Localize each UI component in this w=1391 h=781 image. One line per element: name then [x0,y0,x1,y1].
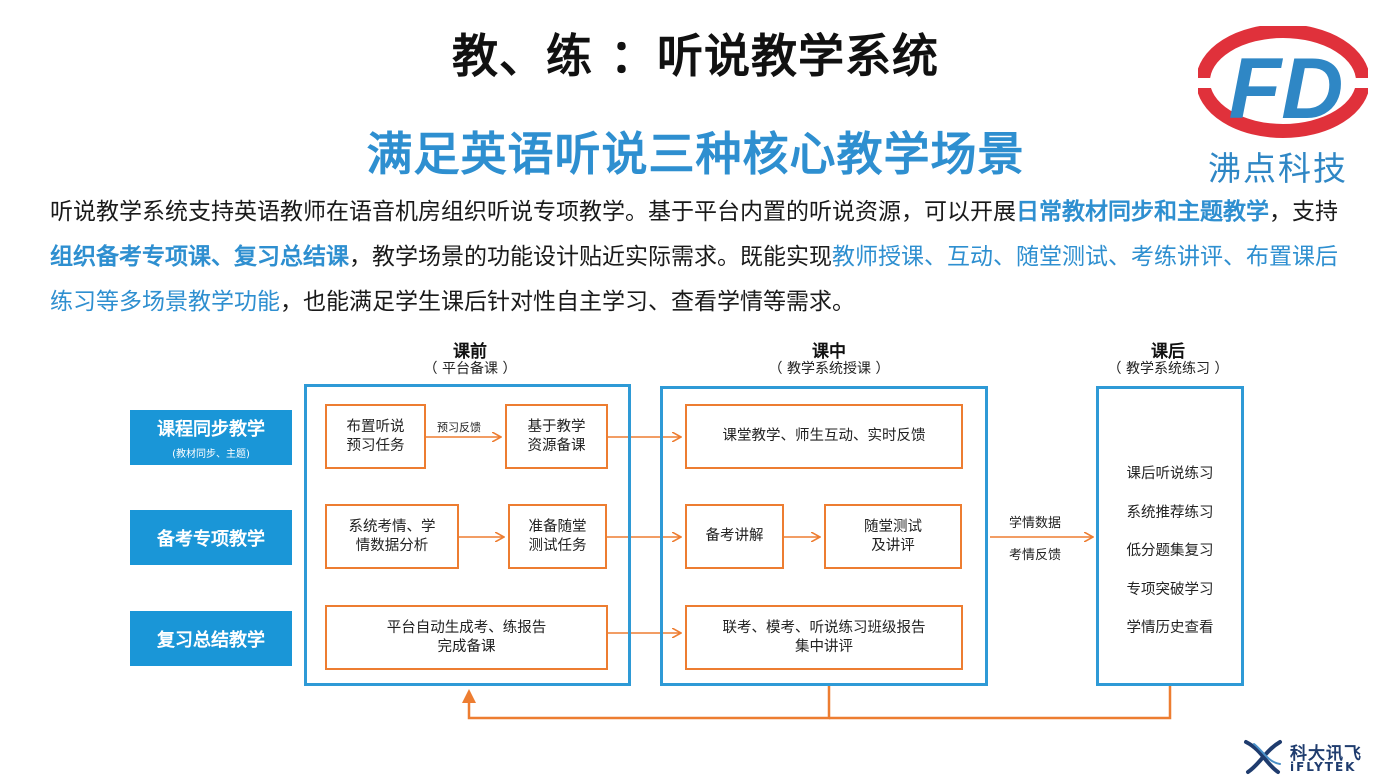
intro-highlight-1: 日常教材同步和主题教学 [1016,199,1269,225]
scenario-review-label: 复习总结教学 [157,629,265,651]
label-learning-data: 学情数据 [1009,516,1062,531]
box-data-analysis: 系统考情、学 情数据分析 [325,504,459,569]
logo-ring-gap [1198,78,1368,88]
box-assign-preview: 布置听说 预习任务 [325,404,426,469]
iflytek-logo-icon [1244,740,1282,774]
scenario-sync-sub: (教材同步、主题) [172,449,250,460]
iflytek-brand-cn: 科大讯飞 [1290,744,1362,764]
logo-brand-text: 沸点科技 [1208,149,1348,188]
box-class-report: 联考、模考、听说练习班级报告 集中讲评 [685,605,963,670]
box-resource-prep: 基于教学 资源备课 [505,404,608,469]
after-item: 低分题集复习 [1126,543,1214,559]
intro-highlight-2: 组织备考专项课、复习总结课 [50,244,349,270]
scenario-review: 复习总结教学 [130,611,292,666]
page-title: 教、练 ：听说教学系统 [451,29,939,83]
intro-text-1: 听说教学系统支持英语教师在语音机房组织听说专项教学。基于平台内置的听说资源，可以… [50,199,1016,225]
phase-after-box [1096,386,1244,686]
intro-text-3: ，教学场景的功能设计贴近实际需求。既能实现 [349,244,832,270]
box-quiz-review: 随堂测试 及讲评 [824,504,962,569]
after-item: 学情历史查看 [1126,620,1214,636]
phase-before-box [304,384,631,686]
after-item: 系统推荐练习 [1126,504,1214,521]
logo-letters: FD [1229,41,1344,137]
intro-text-4: ，也能满足学生课后针对性自主学习、查看学情等需求。 [280,289,855,315]
phase-after-sub: （ 教学系统练习 ） [1107,361,1229,377]
scenario-sync-label: 课程同步教学 [157,419,265,440]
fd-logo-icon: FD [1198,26,1368,138]
scenario-exam-prep: 备考专项教学 [130,510,292,565]
after-class-list: 课后听说练习 系统推荐练习 低分题集复习 专项突破学习 学情历史查看 [1098,455,1242,648]
phase-during-box [660,386,988,686]
box-exam-explain: 备考讲解 [685,504,784,569]
phase-during-title: 课中 [812,342,846,362]
scenario-sync-teaching: 课程同步教学 (教材同步、主题) [130,410,292,465]
after-item: 课后听说练习 [1126,466,1214,482]
label-preview-feedback: 预习反馈 [437,421,481,434]
phase-after-title: 课后 [1151,342,1185,362]
box-auto-report: 平台自动生成考、练报告 完成备课 [325,605,608,670]
loop-line-during [467,686,831,720]
box-prepare-test: 准备随堂 测试任务 [508,504,607,569]
page-subtitle: 满足英语听说三种核心教学场景 [366,127,1025,181]
scenario-exam-label: 备考专项教学 [157,528,265,550]
phase-before-sub: （ 平台备课 ） [423,361,517,377]
iflytek-brand-en: iFLYTEK [1290,760,1357,774]
after-item: 专项突破学习 [1126,581,1214,598]
intro-text-2: ，支持 [1269,199,1338,225]
label-exam-feedback: 考情反馈 [1009,548,1062,563]
loop-line-after [829,686,1172,720]
phase-before-title: 课前 [453,342,487,362]
box-class-teaching: 课堂教学、师生互动、实时反馈 [685,404,963,469]
intro-paragraph: 听说教学系统支持英语教师在语音机房组织听说专项教学。基于平台内置的听说资源，可以… [50,190,1340,325]
phase-during-sub: （ 教学系统授课 ） [768,361,890,377]
intro-highlight-3: 教师授课、互动、随堂测试、考练讲评、布置课后练习等多场景教学功能 [50,244,1338,315]
